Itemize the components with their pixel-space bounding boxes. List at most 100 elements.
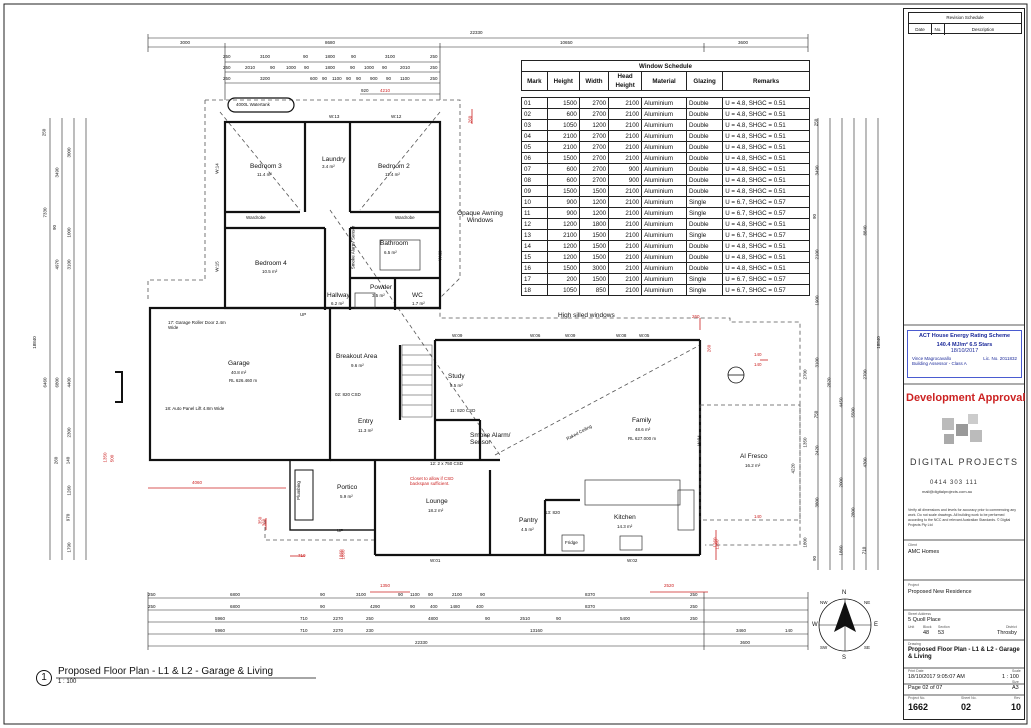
dim-b2-8: 8370 [585, 604, 596, 609]
dim-r-11: 4300 [862, 457, 868, 468]
dim-r-6: 2700 [802, 369, 808, 380]
revision-title: Revision Schedule [909, 13, 1021, 24]
window-schedule-cell: 03 [521, 119, 548, 131]
energy-rating: 140.4 MJ/m² 6.5 Stars [936, 342, 993, 348]
window-schedule-cell: U = 4.8, SHGC = 0.51 [722, 97, 810, 109]
dim-r-17: 1800 [802, 537, 808, 548]
room-breakout-area: 9.6 m² [351, 363, 364, 368]
window-schedule-cell: Aluminium [641, 284, 687, 296]
drawing-scale: 1 : 100 [58, 679, 77, 685]
north-arrow [818, 598, 872, 652]
dim-r4-8: 90 [386, 76, 392, 81]
room-alfresco: Al Fresco [740, 453, 768, 460]
dim-r3-5: 1800 [325, 65, 336, 70]
rl-family: RL 627.000 m [628, 436, 657, 441]
smoke-alarm-note: Smoke Alarm/ Sensor [470, 432, 511, 446]
window-schedule-cell: 900 [546, 207, 580, 219]
window-w05: W:05 [639, 333, 650, 338]
scale-value: 1 : 100 [1002, 674, 1019, 680]
district-label: District [1006, 625, 1017, 629]
dim-r-2: 90 [812, 213, 818, 220]
ws-header: Mark [521, 71, 548, 91]
room-pantry: Pantry [519, 517, 538, 524]
dim-b3-4: 4800 [428, 616, 439, 621]
dim-r4-10: 250 [430, 76, 438, 81]
window-schedule-cell: 2100 [608, 229, 643, 241]
section-label: Section [938, 625, 950, 629]
window-schedule-cell: 2100 [546, 229, 580, 241]
window-schedule-cell: 04 [521, 130, 548, 142]
window-schedule-cell: 850 [578, 284, 610, 296]
dim-r-9: 4450 [838, 397, 844, 408]
window-w06: W:06 [530, 333, 541, 338]
window-schedule-cell: U = 4.8, SHGC = 0.51 [722, 251, 810, 263]
energy-class: Building Assessor - Class A [912, 361, 967, 366]
dim-l-16: 970 [65, 513, 71, 522]
room-lounge: Lounge [426, 498, 448, 505]
window-w12: W:12 [391, 114, 402, 119]
window-schedule-cell: 1500 [546, 97, 580, 109]
dim-r5-0: 920 [361, 88, 369, 93]
project-value: Proposed New Residence [908, 589, 972, 595]
window-schedule-cell: U = 4.8, SHGC = 0.51 [722, 163, 810, 175]
roof-outline [147, 99, 801, 546]
room-entry-area: 11.3 m² [358, 428, 373, 433]
revision-col-desc: Description [971, 27, 995, 32]
room-bedroom-3: Bedroom 3 [250, 163, 282, 170]
firm-name: DIGITAL PROJECTS [910, 457, 1019, 467]
dim-b2-3: 4290 [370, 604, 381, 609]
rl-garage: RL 626.460 m [229, 378, 258, 383]
room-laundry-area: 3.4 m² [322, 164, 335, 169]
dim-r4-7: 900 [370, 76, 378, 81]
dim-b2-1: 6800 [230, 604, 241, 609]
window-schedule-cell: 10 [521, 196, 548, 208]
dim-l-6: 4970 [54, 259, 60, 270]
water-tank-label: 4000L Watertank [236, 102, 270, 107]
window-schedule-cell: Aluminium [641, 130, 687, 142]
stair-up-1: UP [300, 312, 307, 317]
dim-l-1: 3000 [66, 147, 72, 158]
dim-r4-4: 1100 [332, 76, 342, 81]
dim-r3-1: 2010 [245, 65, 256, 70]
window-schedule-cell: U = 4.8, SHGC = 0.51 [722, 218, 810, 230]
north-nw: NW [820, 600, 828, 605]
dim-b3-8: 5400 [620, 616, 631, 621]
window-schedule-cell: 2700 [578, 130, 610, 142]
opaque-awning-note: Opaque Awning Windows [457, 210, 503, 224]
window-schedule-cell: Double [685, 97, 724, 109]
dim-r4-2: 600 [310, 76, 318, 81]
dim-b2-2: 90 [320, 604, 326, 609]
window-schedule-cell: U = 6.7, SHGC = 0.57 [722, 273, 810, 285]
view-number: 1 [36, 670, 52, 686]
dim-overall-top: 22330 [470, 30, 483, 35]
revision-col-no: No. [932, 24, 945, 35]
revision-col-date: Date [909, 24, 932, 35]
dim-r4-5: 90 [346, 76, 352, 81]
dim-r3-4: 90 [304, 65, 310, 70]
window-schedule-cell: 900 [608, 174, 643, 186]
window-schedule-cell: Aluminium [641, 273, 687, 285]
auto-panel-note: 18: Auto Panel Lift 4.8m Wide [165, 406, 225, 411]
right-dimensions [817, 118, 879, 570]
section-marker [727, 366, 745, 384]
dim-b3-5: 90 [485, 616, 491, 621]
dim-r3-2: 90 [270, 65, 276, 70]
room-study-area: 5.5 m² [450, 383, 463, 388]
window-schedule-cell: 2100 [608, 185, 643, 197]
window-schedule-cell: Aluminium [641, 207, 687, 219]
north-ne: NE [864, 600, 871, 605]
window-schedule-cell: 1200 [578, 207, 610, 219]
revision-schedule: Revision Schedule Date No. Description [908, 12, 1022, 35]
dim-b1-2: 90 [320, 592, 326, 597]
dim-r-24: 1860 [838, 545, 844, 556]
window-schedule-cell: U = 4.8, SHGC = 0.51 [722, 119, 810, 131]
dim-r3-8: 90 [382, 65, 388, 70]
room-bedroom-2: Bedroom 2 [378, 163, 410, 170]
window-schedule-cell: Double [685, 130, 724, 142]
dim-360: 360 [261, 518, 267, 527]
window-schedule-cell: Single [685, 196, 724, 208]
